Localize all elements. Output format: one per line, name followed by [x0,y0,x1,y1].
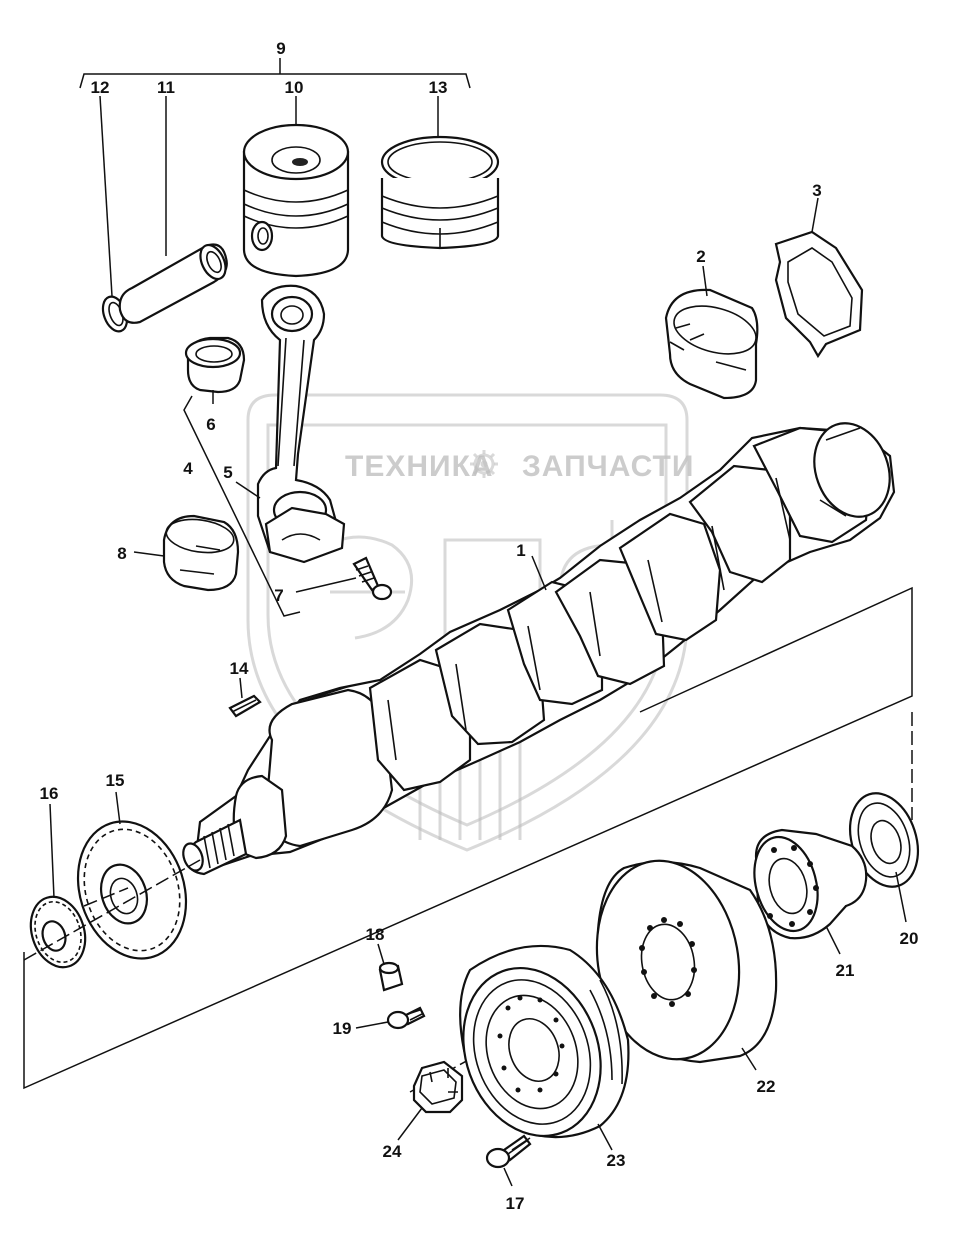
callout-23: 23 [607,1151,626,1170]
piston-part-10 [242,96,350,278]
pulley-part-23 [459,944,630,1151]
connecting-rod-part-4 [183,284,346,617]
dowel-part-18 [377,943,404,992]
callout-12: 12 [91,78,110,97]
callout-24: 24 [383,1142,402,1161]
callout-15: 15 [106,771,125,790]
callout-6: 6 [206,415,215,434]
callout-9: 9 [276,39,285,58]
small-end-bushing-part-6 [184,336,246,404]
callout-7: 7 [274,586,283,605]
callout-labels: 1 2 3 4 5 6 7 8 9 10 11 12 13 14 15 16 1… [40,39,919,1213]
callout-8: 8 [117,544,126,563]
callout-3: 3 [812,181,821,200]
piston-kit-bracket [79,58,471,89]
callout-1: 1 [516,541,525,560]
small-gear-part-16 [29,803,87,969]
watermark-right-text: ЗАПЧАСТИ [522,450,694,483]
crankshaft-gear-part-15 [76,791,188,960]
vibration-damper-part-22 [595,859,778,1071]
callout-18: 18 [366,925,385,944]
connecting-rod-bolt-part-7 [295,556,393,601]
gear-icon [470,450,498,478]
crankshaft-nut-part-24 [397,1060,464,1141]
callout-20: 20 [900,929,919,948]
callout-5: 5 [223,463,232,482]
big-end-bearing-part-8 [133,514,240,592]
piston-pin-part-11 [118,96,228,324]
callout-10: 10 [285,78,304,97]
piston-rings-part-13 [380,96,500,250]
callout-11: 11 [157,78,175,97]
watermark-left-text: ТЕХНИКА [345,450,494,483]
callout-2: 2 [696,247,705,266]
callout-22: 22 [757,1077,776,1096]
key-part-14 [228,677,262,718]
callout-13: 13 [429,78,448,97]
thrust-washer-part-3 [774,197,864,359]
callout-19: 19 [333,1019,352,1038]
hub-part-21 [753,828,868,955]
screw-part-19 [355,1006,426,1030]
callout-14: 14 [230,659,249,678]
bolt-part-17 [485,1134,532,1187]
callout-16: 16 [40,784,59,803]
callout-21: 21 [836,961,855,980]
main-bearing-part-2 [664,265,759,400]
callout-4: 4 [183,459,193,478]
callout-17: 17 [506,1194,525,1213]
crankshaft-part-1 [182,422,896,876]
